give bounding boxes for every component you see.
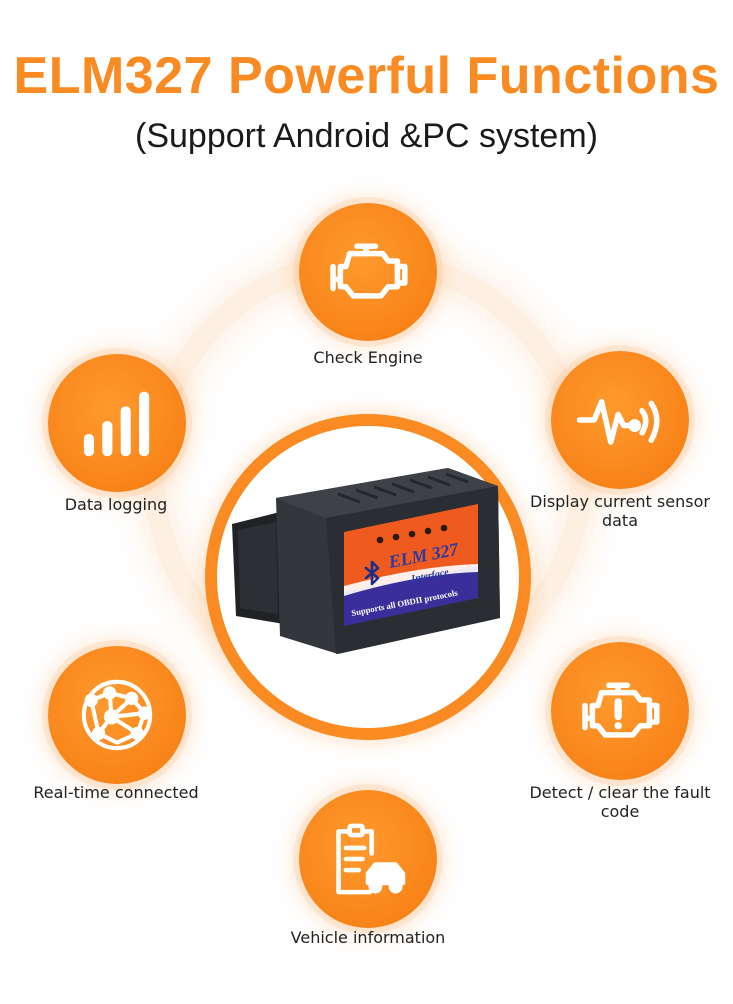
vehicle-info-icon — [299, 790, 437, 928]
feature-label-sensor-data: Display current sensor data — [530, 492, 710, 530]
globe-network-icon — [48, 646, 186, 784]
engine-icon — [299, 203, 437, 341]
bluetooth-icon — [364, 560, 380, 586]
page-subtitle: (Support Android &PC system) — [135, 117, 598, 155]
signal-bars-icon — [48, 354, 186, 492]
feature-label-real-time: Real-time connected — [33, 783, 199, 802]
obd-device: ELM 327 Interface Supports all OBDII pro… — [232, 468, 500, 654]
feature-label-check-engine: Check Engine — [313, 348, 423, 367]
sensor-pulse-icon — [551, 351, 689, 489]
feature-label-fault-code: Detect / clear the fault code — [529, 783, 711, 821]
page-title: ELM327 Powerful Functions — [13, 47, 720, 105]
engine-warning-icon — [551, 642, 689, 780]
feature-label-vehicle-info: Vehicle information — [290, 928, 446, 947]
feature-label-data-logging: Data logging — [64, 495, 168, 514]
